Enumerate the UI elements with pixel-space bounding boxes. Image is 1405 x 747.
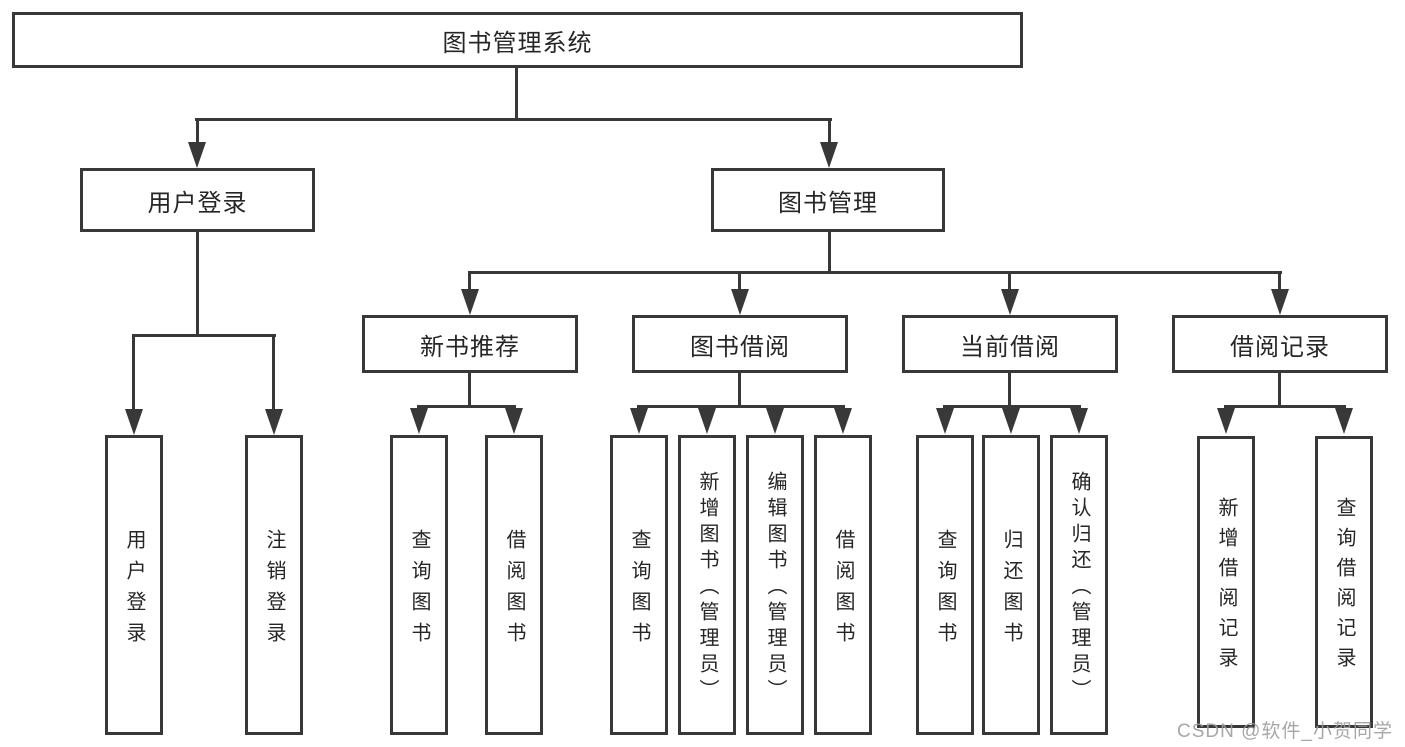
node-leaf-user-login: 用户登录 [105, 435, 163, 735]
node-label: 查询图书 [934, 528, 956, 653]
arrow-down-icon [698, 408, 716, 434]
node-book-management: 图书管理 [711, 168, 945, 232]
node-label: 借阅图书 [832, 528, 854, 653]
node-label: 确认归还（管理员） [1068, 471, 1090, 705]
node-label: 借阅图书 [503, 528, 525, 653]
arrow-down-icon [630, 408, 648, 434]
arrow-down-icon [505, 408, 523, 434]
node-leaf-edit-books-admin: 编辑图书（管理员） [746, 435, 804, 735]
connector-line [1008, 271, 1011, 289]
node-label: 图书管理系统 [442, 29, 593, 57]
arrow-down-icon [125, 409, 143, 435]
node-leaf-return-books: 归还图书 [982, 435, 1040, 735]
connector-line [637, 405, 845, 408]
arrow-down-icon [766, 408, 784, 434]
arrow-down-icon [1001, 289, 1019, 315]
connector-line [468, 373, 471, 407]
node-leaf-add-borrow-record: 新增借阅记录 [1197, 436, 1255, 728]
node-leaf-add-books-admin: 新增图书（管理员） [678, 435, 736, 735]
node-label: 注销登录 [263, 528, 285, 653]
connector-line [828, 232, 831, 273]
connector-line [468, 271, 1282, 274]
node-label: 新增借阅记录 [1215, 497, 1237, 677]
node-label: 新增图书（管理员） [696, 471, 718, 705]
connector-line [468, 271, 471, 289]
node-root-system: 图书管理系统 [12, 12, 1023, 68]
node-current-borrowing: 当前借阅 [902, 315, 1118, 373]
connector-line [738, 271, 741, 289]
node-label: 借阅记录 [1230, 333, 1330, 361]
node-leaf-query-books-recommend: 查询图书 [390, 435, 448, 735]
node-label: 编辑图书（管理员） [764, 471, 786, 705]
arrow-down-icon [1217, 408, 1235, 434]
node-leaf-query-borrow-record: 查询借阅记录 [1315, 436, 1373, 728]
arrow-down-icon [936, 408, 954, 434]
arrow-down-icon [1070, 408, 1088, 434]
node-leaf-logout: 注销登录 [245, 435, 303, 735]
node-label: 归还图书 [1000, 528, 1022, 653]
csdn-watermark: CSDN @软件_小贺同学 [1177, 721, 1393, 742]
connector-line [1224, 405, 1346, 408]
connector-line [417, 405, 516, 408]
arrow-down-icon [188, 142, 206, 168]
connector-line [196, 232, 199, 335]
node-leaf-borrow-books-recommend: 借阅图书 [485, 435, 543, 735]
connector-line [1278, 373, 1281, 407]
connector-line [272, 334, 275, 410]
arrow-down-icon [461, 289, 479, 315]
node-label: 用户登录 [123, 528, 145, 653]
connector-line [132, 334, 276, 337]
connector-line [1008, 373, 1011, 407]
node-book-borrowing: 图书借阅 [632, 315, 848, 373]
arrow-down-icon [1002, 408, 1020, 434]
arrow-down-icon [265, 409, 283, 435]
node-user-login: 用户登录 [80, 168, 315, 232]
node-label: 图书管理 [778, 189, 878, 217]
node-new-book-recommend: 新书推荐 [362, 315, 578, 373]
arrow-down-icon [1335, 408, 1353, 434]
node-label: 图书借阅 [690, 333, 790, 361]
node-label: 查询图书 [408, 528, 430, 653]
node-label: 用户登录 [147, 189, 248, 217]
connector-line [195, 118, 832, 121]
connector-line [132, 334, 135, 410]
connector-line [828, 118, 831, 144]
node-label: 新书推荐 [420, 333, 520, 361]
node-borrowing-records: 借阅记录 [1172, 315, 1388, 373]
connector-line [1278, 271, 1281, 289]
arrow-down-icon [820, 142, 838, 168]
node-leaf-query-books-borrowing: 查询图书 [610, 435, 668, 735]
connector-line [196, 118, 199, 144]
node-leaf-borrow-books: 借阅图书 [814, 435, 872, 735]
connector-line [943, 405, 1081, 408]
node-label: 查询借阅记录 [1333, 497, 1355, 677]
arrow-down-icon [731, 289, 749, 315]
node-leaf-query-books-current: 查询图书 [916, 435, 974, 735]
arrow-down-icon [410, 408, 428, 434]
arrow-down-icon [1271, 289, 1289, 315]
arrow-down-icon [834, 408, 852, 434]
connector-line [515, 68, 518, 120]
connector-line [738, 373, 741, 407]
node-leaf-confirm-return-admin: 确认归还（管理员） [1050, 435, 1108, 735]
node-label: 查询图书 [628, 528, 650, 653]
node-label: 当前借阅 [960, 333, 1060, 361]
